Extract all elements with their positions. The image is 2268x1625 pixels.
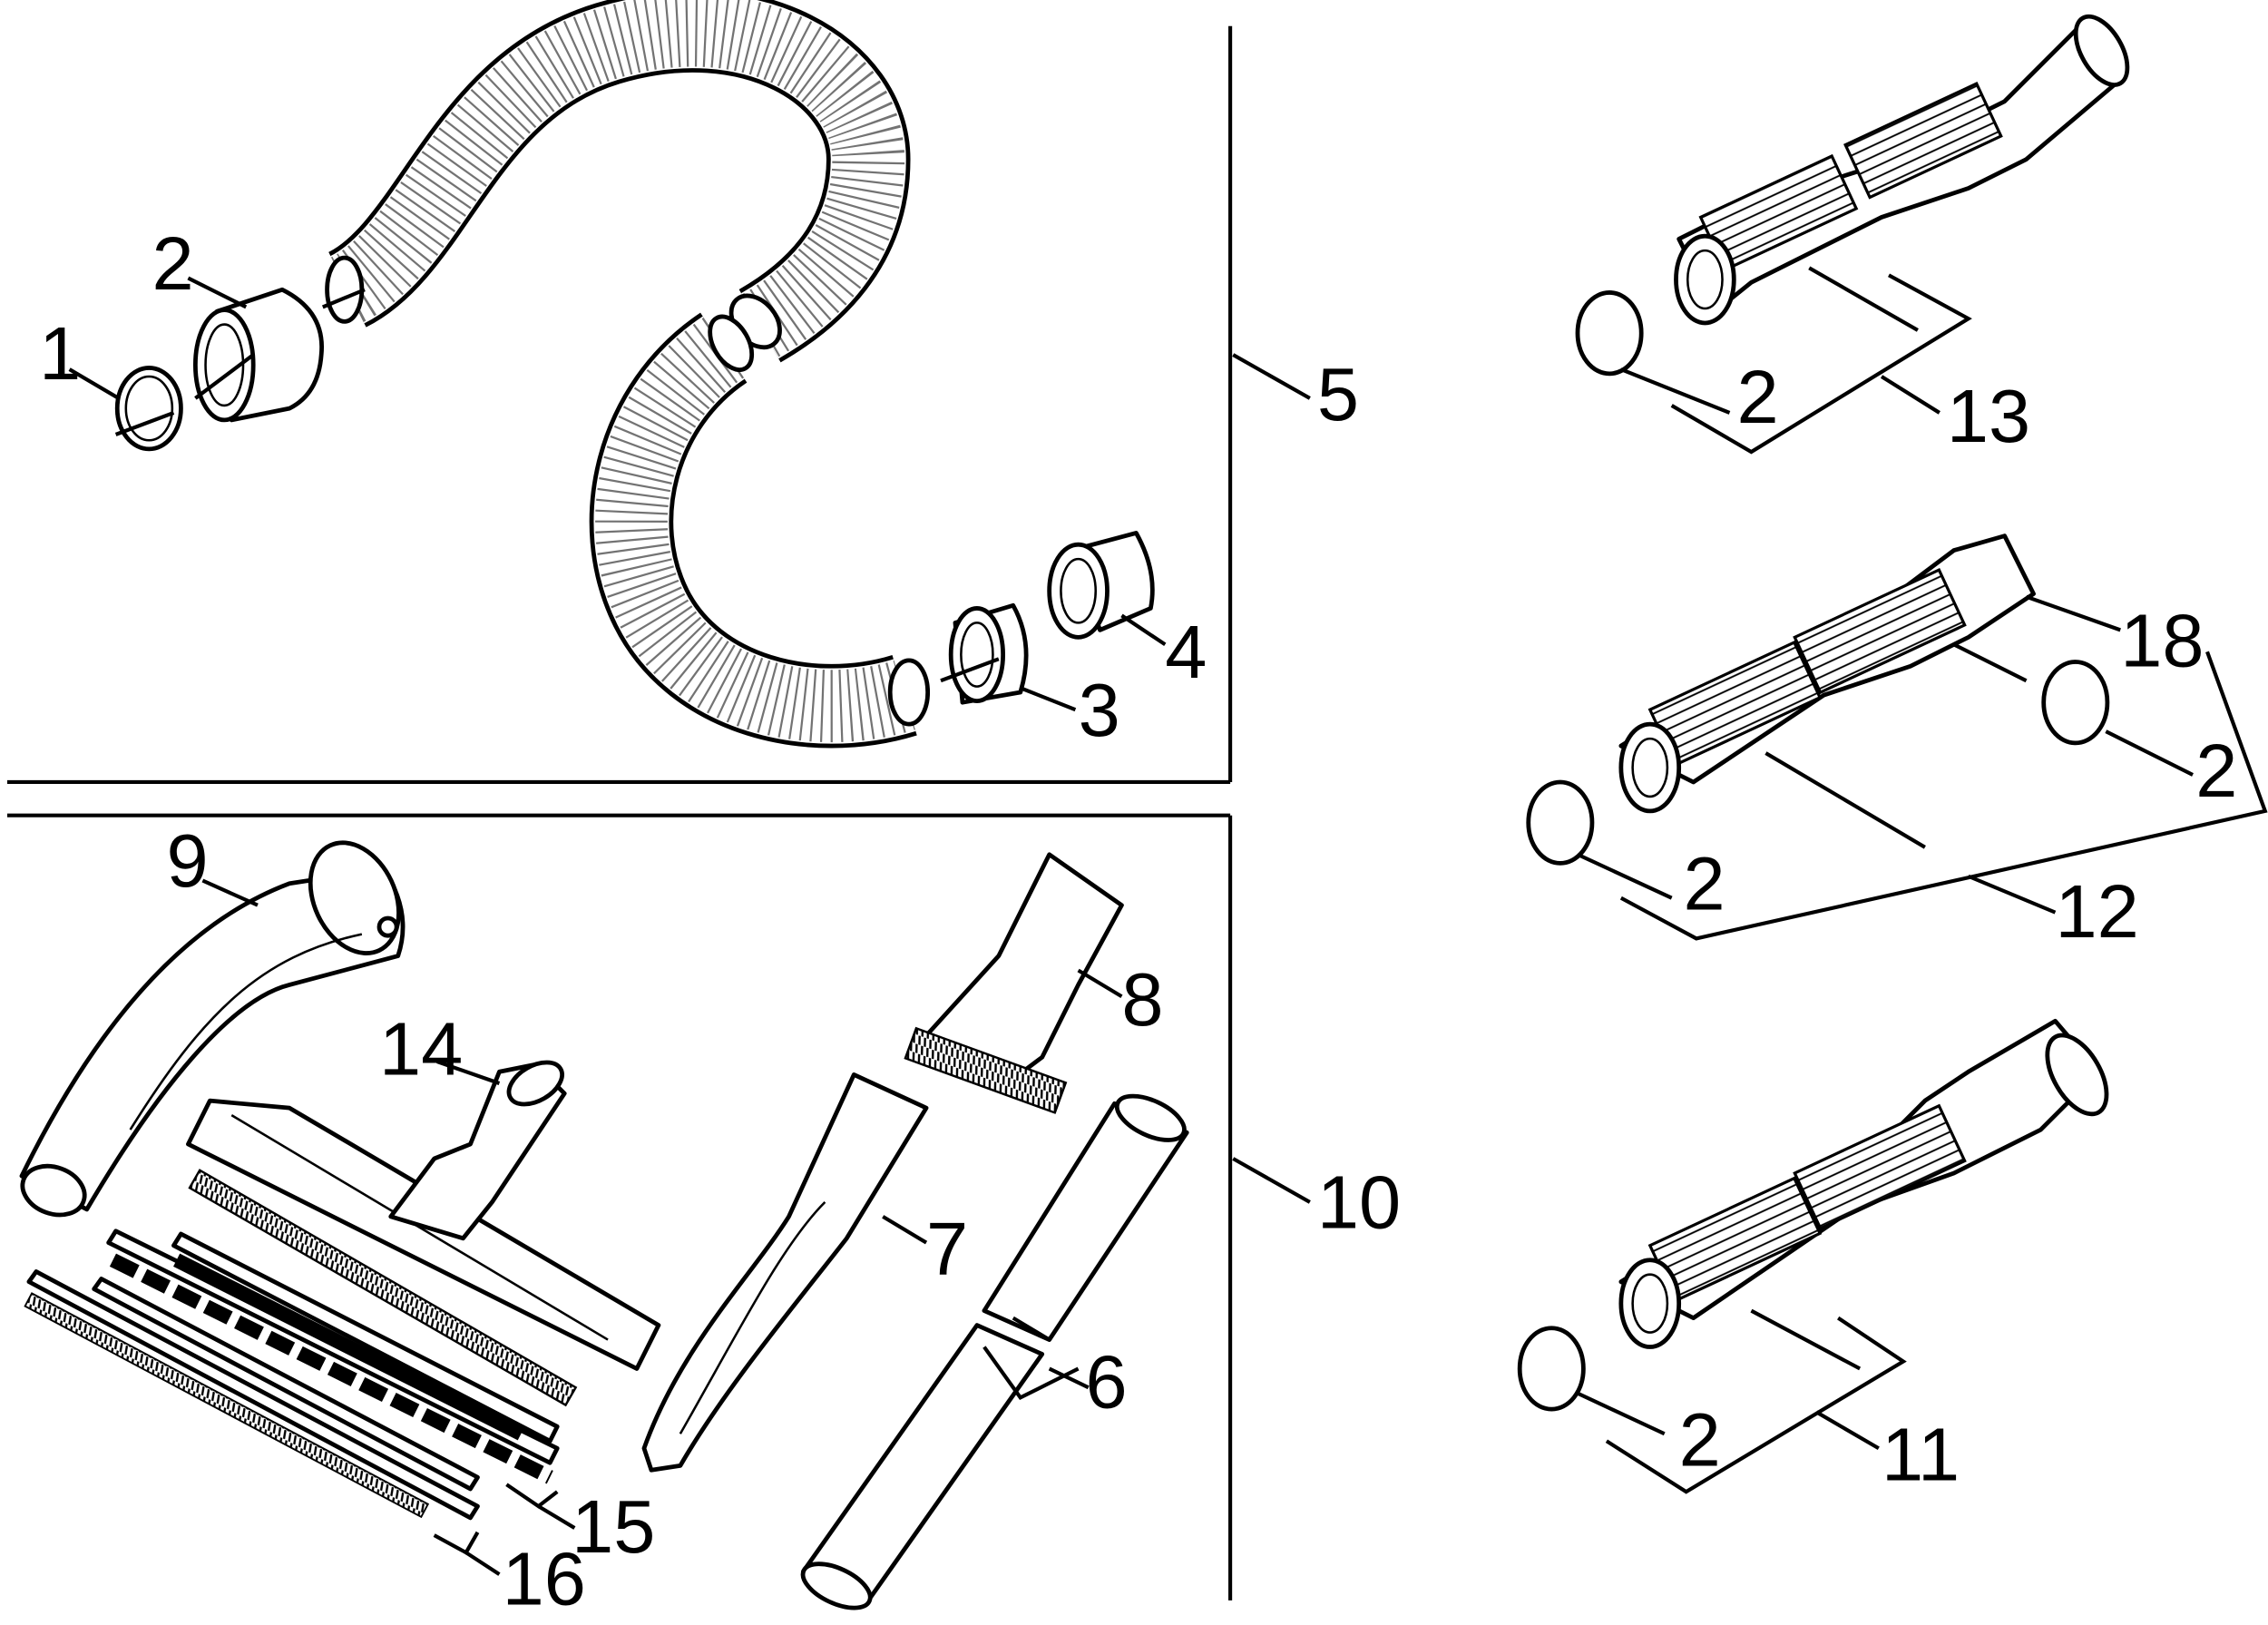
callout-2-kit12-left: 2 — [1683, 841, 1725, 925]
callout-1: 1 — [39, 311, 81, 396]
callout-11: 11 — [1882, 1412, 1960, 1496]
leader-lines — [68, 266, 2268, 1576]
callout-18: 18 — [2120, 598, 2204, 682]
callout-12: 12 — [2055, 869, 2138, 954]
callout-2-kit13: 2 — [1736, 355, 1778, 439]
rubber-strips-part — [24, 1269, 480, 1521]
callout-2-kit12-right: 2 — [2195, 729, 2237, 813]
callout-labels: 1 2 3 4 5 9 14 7 8 10 6 15 16 2 13 18 2 … — [39, 221, 2237, 1620]
callout-10: 10 — [1317, 1160, 1401, 1245]
crevice-nozzle-part — [641, 1072, 929, 1473]
upholstery-brush-part — [904, 852, 1124, 1114]
hose-kit-11 — [1517, 1018, 2109, 1412]
callout-4: 4 — [1165, 610, 1207, 694]
suction-hose — [325, 0, 931, 749]
bent-handle-part — [19, 840, 406, 1218]
callout-15: 15 — [572, 1484, 655, 1569]
callout-6: 6 — [1086, 1340, 1128, 1424]
hose-kit-12 — [1526, 534, 2110, 866]
hose-cuff-part — [192, 287, 366, 423]
adapter-sleeve-part — [1047, 531, 1155, 640]
connector-ring-part — [940, 602, 1029, 705]
callout-2: 2 — [152, 221, 194, 306]
brush-strips-part — [106, 1229, 560, 1484]
floor-nozzle-part — [186, 1060, 661, 1407]
section-frames — [6, 25, 1233, 1601]
callout-9: 9 — [166, 818, 208, 903]
clip-ring-part — [114, 366, 183, 452]
callout-5: 5 — [1317, 352, 1359, 436]
callout-3: 3 — [1079, 668, 1120, 752]
callout-8: 8 — [1121, 957, 1163, 1042]
callout-13: 13 — [1947, 374, 2030, 458]
hose-kit-13 — [1575, 14, 2130, 377]
callout-14: 14 — [379, 1006, 463, 1091]
callout-2-kit11: 2 — [1679, 1397, 1721, 1482]
callout-7: 7 — [926, 1207, 968, 1291]
callout-16: 16 — [503, 1537, 586, 1621]
